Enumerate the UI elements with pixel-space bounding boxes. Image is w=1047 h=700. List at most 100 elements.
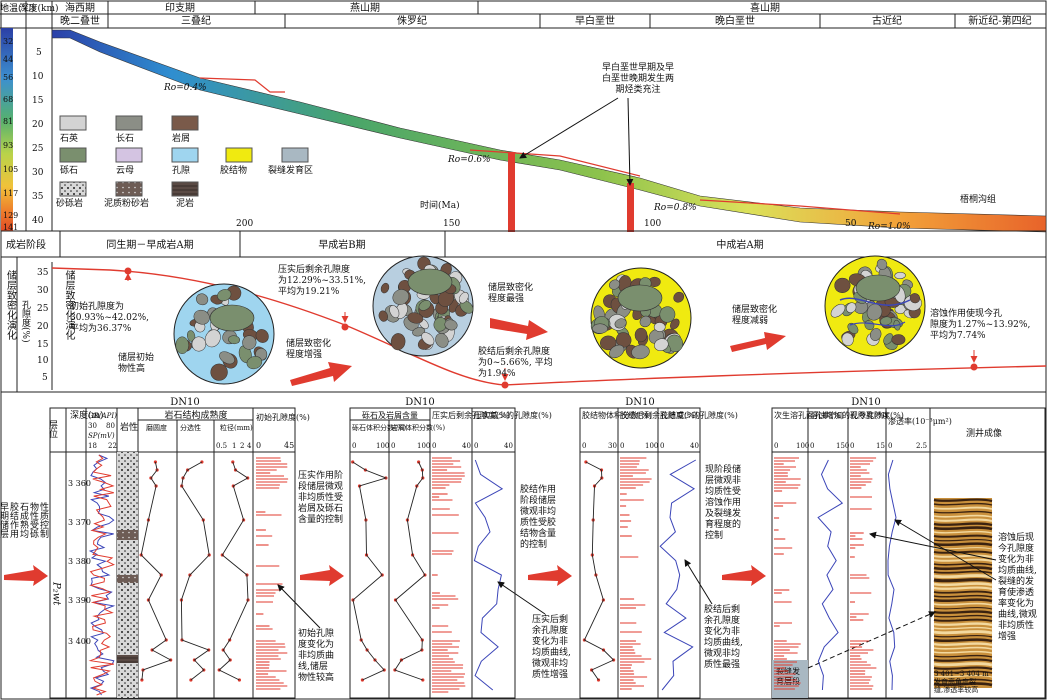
cement-control-note: 胶结作用阶段储层微观非均质性受胶结物含量的控制 [520,483,556,550]
ro-label-10: Ro=1.0% [867,222,911,232]
lithology-interval [117,655,138,663]
image-stripe [933,522,993,527]
mineral-grain [242,335,257,350]
porosity-tick: 30 [37,286,49,296]
mineral-grain [196,293,209,306]
cement-loss-curve [659,459,697,691]
depth-tick-label: 3 360 [68,479,91,488]
stage-arrow-3 [730,332,786,352]
image-stripe [933,634,993,638]
present-por-header: 现今孔隙度(%) [850,410,904,420]
image-stripe [933,534,993,538]
porosity-tick: 35 [37,268,49,278]
mineral-grain [418,300,431,311]
porosity-tick: 25 [37,304,49,314]
tick: 100 [417,442,430,450]
image-stripe [933,678,993,682]
temp-tick: 44 [3,55,13,64]
depth-tick-label: 3 380 [68,557,91,566]
initial-por-header: 初始孔隙度(%) [256,412,310,422]
mineral-grain [654,338,669,352]
tick: 0 [432,442,436,450]
time-tick: 50 [845,219,857,229]
mineral-grain [191,336,207,352]
densify-weak-text: 储层致密化程度减弱 [732,303,777,326]
image-stripe [933,526,993,531]
gravel-content-header: 砾石体积分数(%) [352,423,406,432]
lithic-swatch [171,115,199,131]
mineral-grain [894,271,906,280]
temperature-scale: 32 44 56 68 81 93 105 117 129 141 [3,37,18,232]
depth-tick: 20 [32,120,44,130]
image-stripe [933,542,993,547]
borehole-image [933,498,993,688]
image-stripe [933,538,993,542]
porosity-axis-label: 孔隙度(%) [20,300,31,343]
mineral-grain [378,310,388,322]
legend-label: 胶结物 [220,164,247,176]
tick: 40 [690,442,699,450]
cement-swatch [225,147,253,163]
image-stripe [933,498,993,503]
well-title-2: DN10 [405,397,435,408]
gravel-lithic-title: 砾石及岩屑含量 [362,410,418,420]
temp-tick: 68 [3,95,13,104]
time-tick: 150 [443,219,460,229]
temp-tick: 141 [3,223,18,232]
stage-middle-a: 中成岩A期 [716,238,763,251]
gravel-swatch [59,147,87,163]
ro-isoline-06 [469,149,641,177]
dissolution-added-header: 溶蚀增加的孔隙度(%) [810,410,888,420]
depth-scale: 5 10 15 20 25 30 35 40 [32,48,44,226]
thin-section-compaction [372,255,474,357]
depth-ticks: 3 360 3 370 3 380 3 390 3 400 [68,479,91,646]
pore-swatch [171,147,199,163]
note-col: 早期储层 [0,502,9,539]
note-col: 物性受砾 [28,501,39,538]
compaction-note: 压实作用阶段储层微观非均质性受岩屑及砾石含量的控制 初始孔隙度变化为非均质曲线,… [277,469,343,683]
mineral-grain [204,329,221,348]
image-stripe [933,638,993,643]
sp-tick: 18 [88,442,97,450]
initial-por-tick: 45 [284,441,294,450]
legend-label: 泥质粉砂岩 [104,197,149,209]
charge-pointer-2 [626,97,634,186]
orogeny-himalayan: 喜山期 [750,1,780,14]
image-stripe [933,607,993,610]
legend-label: 砾石 [60,164,78,176]
porosity-tick: 10 [37,356,49,366]
temperature-color-bar [1,28,13,231]
mineral-grain [891,334,906,345]
tick: 0 [850,442,854,450]
period-triassic: 三叠纪 [181,15,211,27]
note-col: 性质控制 [38,501,49,538]
depth-tick: 30 [32,168,44,178]
tick: 100 [796,442,809,450]
compact-loss-header: 压实减少的孔隙度(%) [474,410,552,420]
image-stripe [933,514,993,518]
legend-label: 石英 [60,132,78,144]
grain-tick: 4 [247,442,252,450]
charge-note-line1: 早白垩世早期及早 [602,61,674,73]
image-stripe [933,578,993,583]
tick: 0 [352,442,356,450]
mineral-grain [600,335,617,351]
log-arrow-3 [722,565,766,586]
ro-isoline-08 [699,199,901,215]
lithic-content-curve [394,461,426,681]
mineral-grain [458,291,469,304]
mineral-grain [830,303,846,318]
dissolution-added-curve [817,459,844,691]
stage-arrow-2 [490,318,548,340]
image-stripe [933,662,993,667]
period-jurassic: 侏罗纪 [397,15,427,27]
well-title: DN10 [170,397,200,408]
mineral-grain [217,289,232,302]
mineral-grain [631,344,650,360]
ro-label-06: Ro=0.6% [447,155,491,165]
layer-header: 层位 [47,420,58,439]
thin-section-initial [173,283,275,385]
initial-por-tick: 0 [256,441,261,450]
image-stripe [933,602,993,606]
left-note: 早期储层 胶结作用 石成熟均 物性受砾 性质控制 [0,501,49,539]
